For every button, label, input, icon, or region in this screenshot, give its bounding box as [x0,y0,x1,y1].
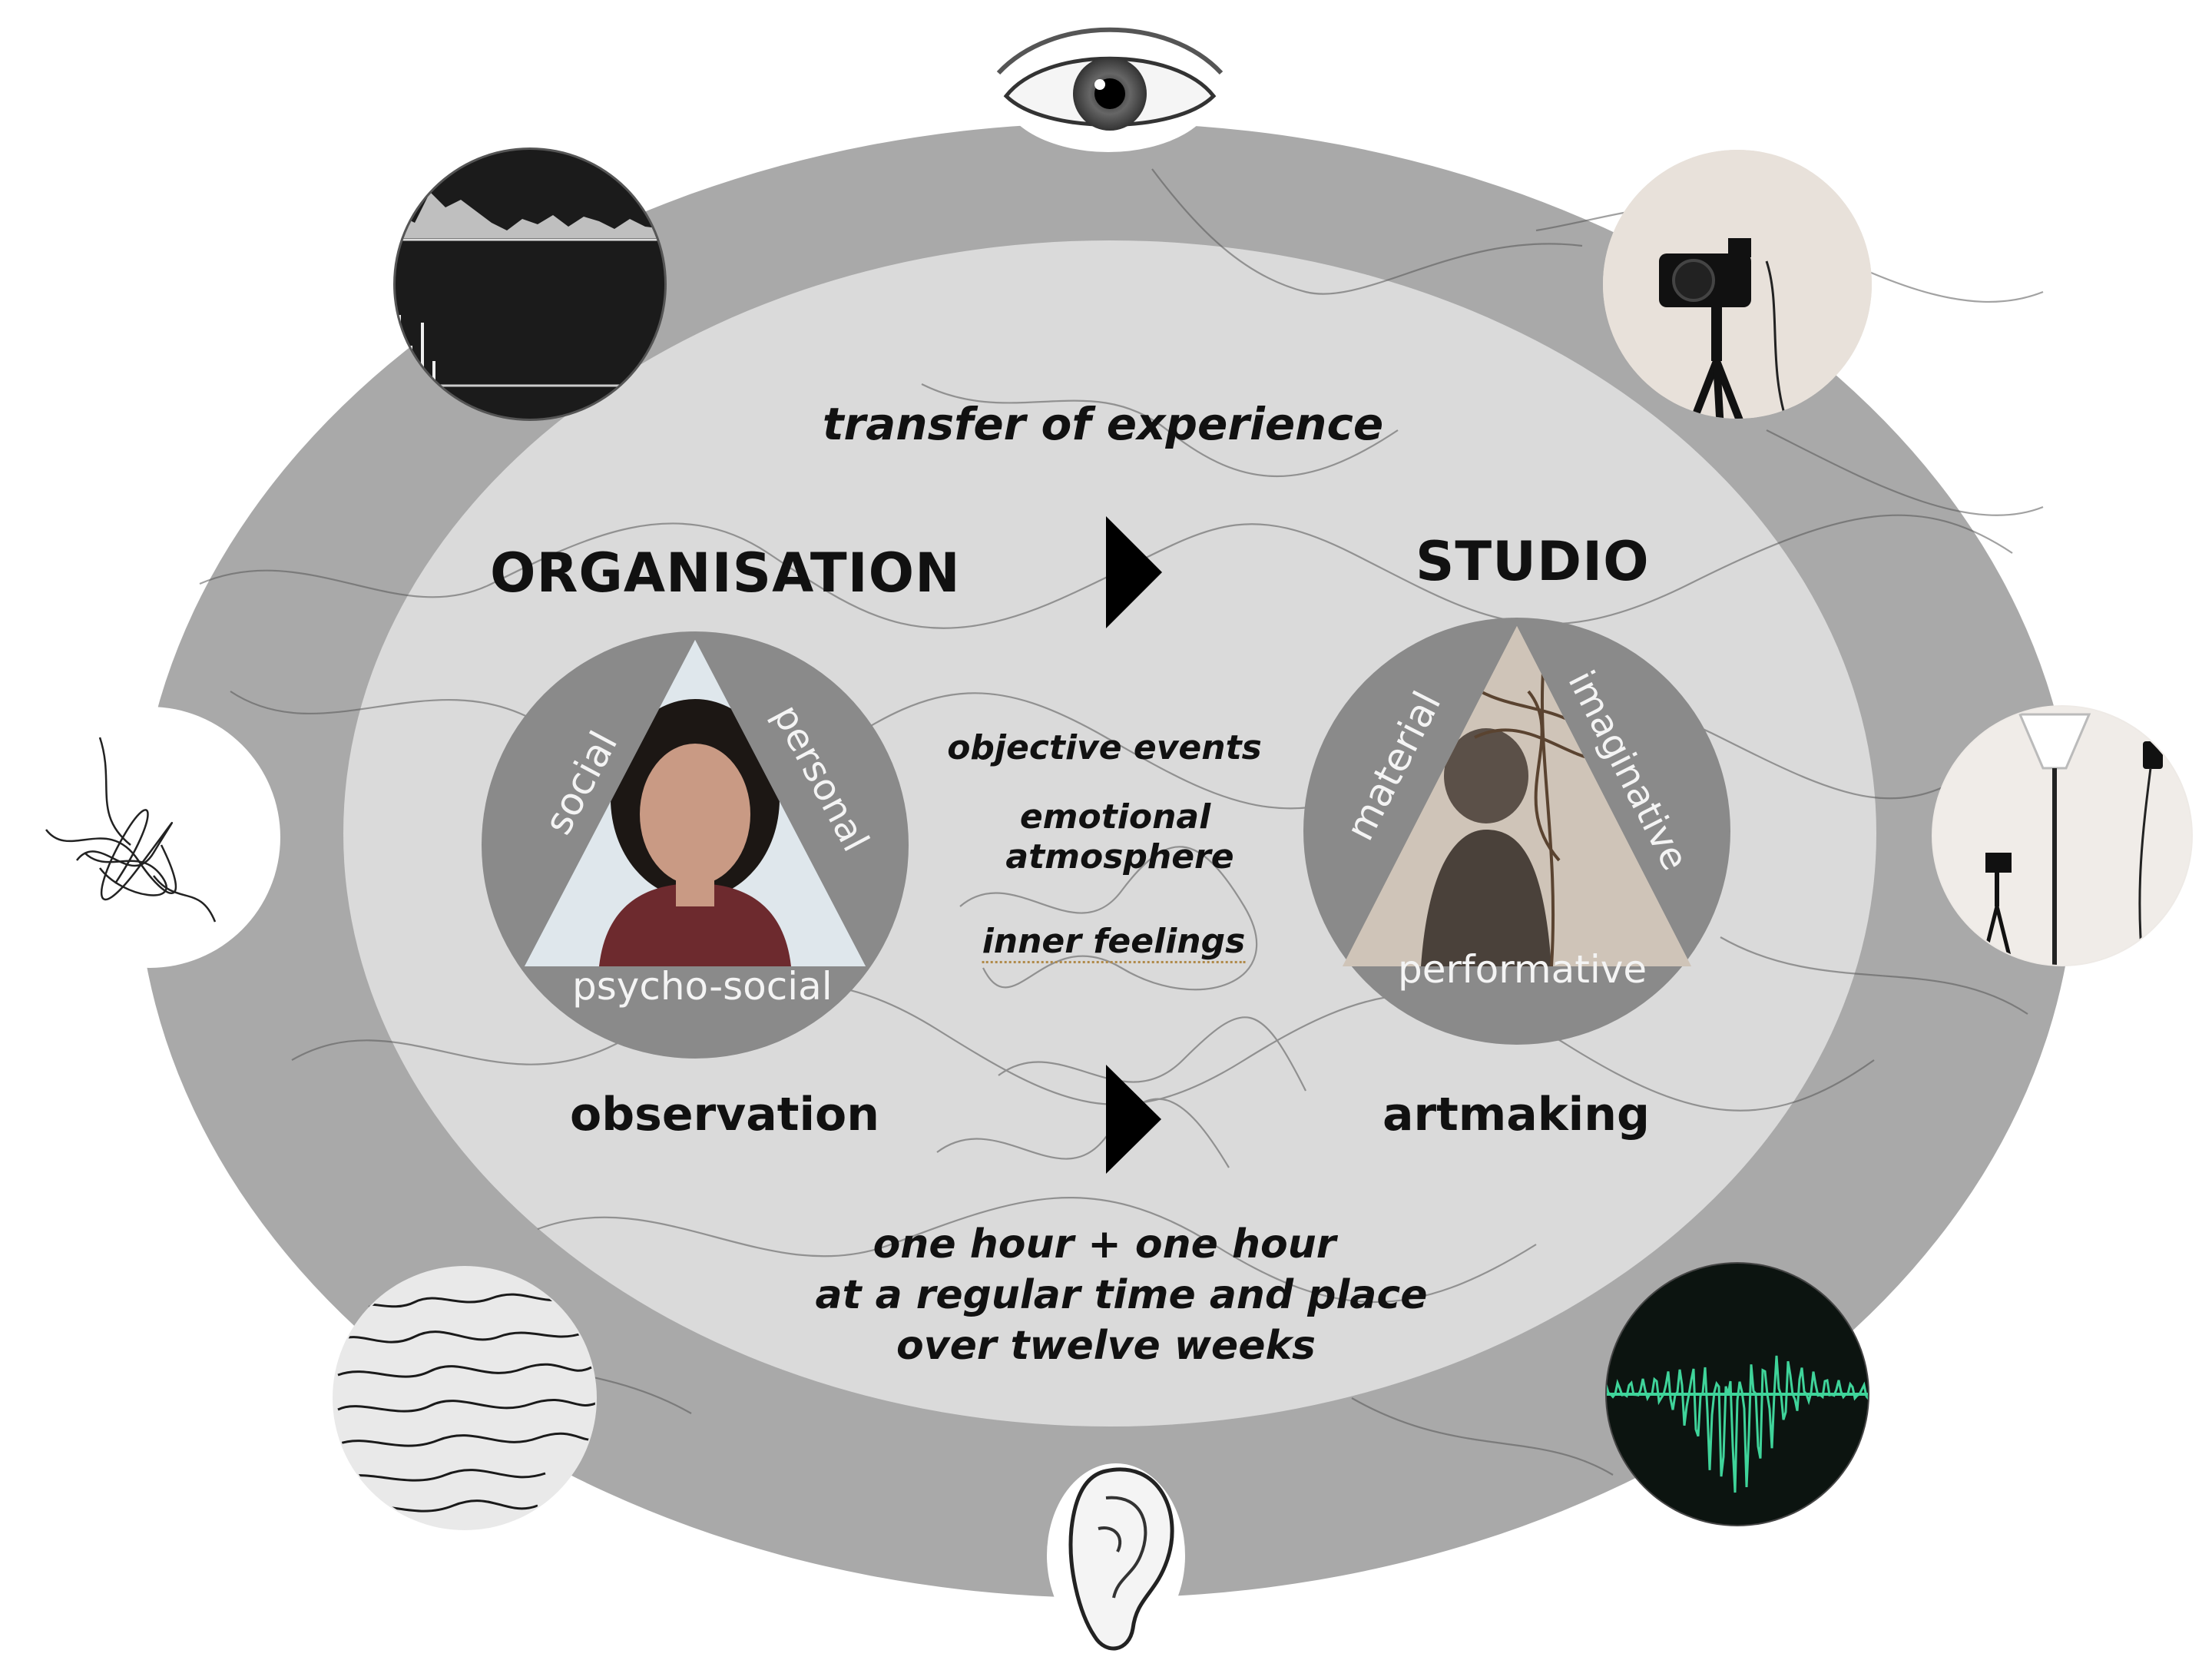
studio-heading: STUDIO [1416,530,1650,593]
transfer-of-experience-label: transfer of experience [823,398,1383,450]
objective-events-label: objective events [947,728,1262,767]
scribble-drawing-image [19,707,280,968]
organisation-heading: ORGANISATION [490,542,961,605]
artmaking-label: artmaking [1382,1088,1650,1141]
performative-label: performative [1398,947,1647,992]
ear-image [1047,1463,1185,1648]
inner-feelings-label: inner feelings [982,922,1246,963]
schedule-line-1: one hour + one hour [873,1221,1336,1267]
emotional-label: emotional [1020,797,1210,837]
atmosphere-label: atmosphere [1005,837,1233,876]
schedule-line-2: at a regular time and place [816,1272,1428,1318]
observation-label: observation [570,1088,879,1141]
psycho-social-label: psycho-social [572,964,833,1009]
schedule-line-3: over twelve weeks [896,1323,1316,1369]
